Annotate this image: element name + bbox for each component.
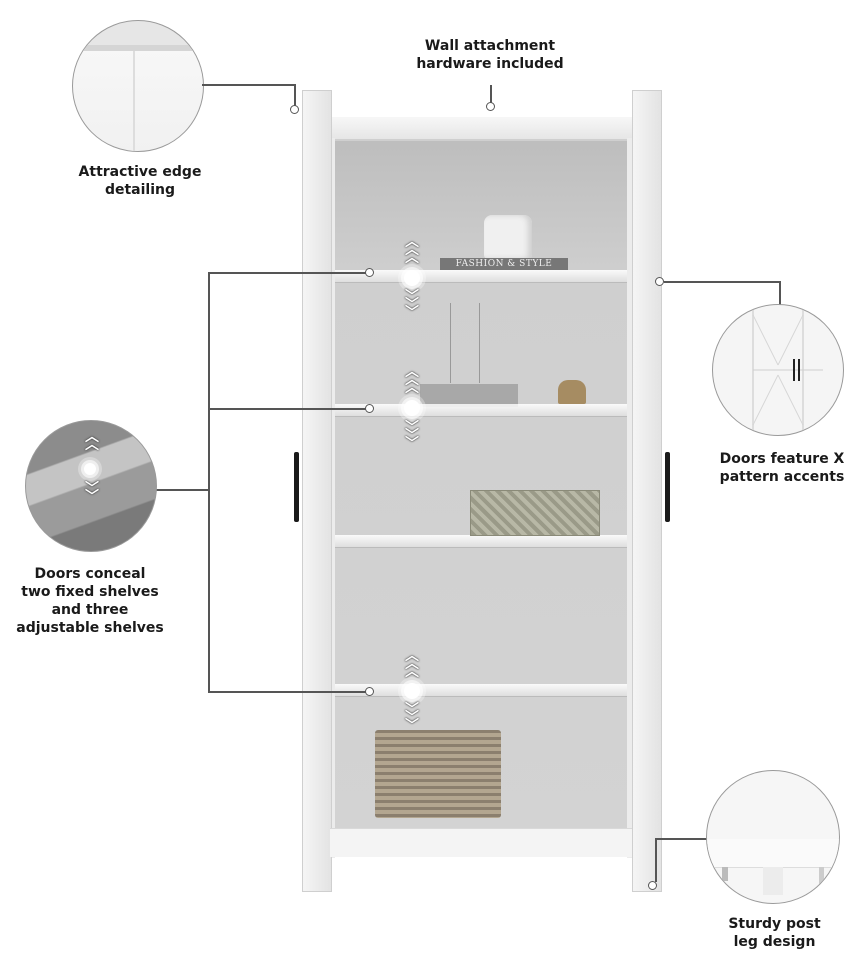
shelves-line3: and three [51,602,129,618]
right-door-handle[interactable] [665,452,670,522]
legs-connector [655,838,657,882]
shelf-adjustable-1 [335,270,627,283]
shelves-line2: two fixed shelves [21,584,159,600]
edge-detail-connector-v [294,84,296,106]
shelves-line1: Doors conceal [34,566,146,582]
edge-detail-line1: Attractive edge [78,164,202,180]
left-door-handle[interactable] [294,452,299,522]
shelf-2-dot [365,404,374,413]
cabinet-bottom [330,828,632,857]
shelf-adjustable-3 [335,684,627,697]
edge-detail-line2: detailing [104,182,176,198]
crown-molding-detail [73,45,203,51]
right-door[interactable] [632,90,662,892]
book-fashion-style: FASHION & STYLE [440,258,568,270]
shelves-bracket-bottom [208,691,368,693]
legs-zoom-circle [706,770,840,904]
bullseye-icon [84,463,96,475]
edge-detail-zoom-circle [72,20,204,152]
legs-label: Sturdy post leg design [712,915,837,951]
shelves-line4: adjustable shelves [16,620,164,636]
doors-x-zoom-circle [712,304,844,436]
chevrons-down-icon: ﹀﹀ [85,481,99,505]
chevrons-up-icon: ︿︿ [85,429,99,453]
rear-leg-detail [722,867,728,881]
shelf-adjust-zoom-circle: ︿︿ ﹀﹀ [25,420,157,552]
doors-connector-v [779,281,781,305]
wall-hardware-connector [490,85,492,103]
bullseye-icon [404,683,420,699]
bullseye-icon [404,400,420,416]
cabinet-crown-molding [322,117,640,141]
post-leg-detail [763,867,783,895]
shelves-bracket-vertical [208,272,210,692]
left-door[interactable] [302,90,332,892]
decor-tray [470,490,600,536]
doors-line2: pattern accents [719,469,845,485]
doors-label: Doors feature X pattern accents [702,450,862,486]
shelves-label: Doors conceal two fixed shelves and thre… [5,565,175,637]
chevrons-down-icon: ﹀﹀﹀ [405,702,419,734]
wall-hardware-dot [486,102,495,111]
brass-pen-holder [558,380,586,404]
chevrons-down-icon: ﹀﹀﹀ [405,289,419,321]
doors-line1: Doors feature X [719,451,845,467]
shelves-bracket-top [208,272,368,274]
doors-dot [655,277,664,286]
edge-detail-label: Attractive edge detailing [60,163,220,199]
wall-hardware-line2: hardware included [416,56,564,72]
decor-jar [484,215,532,259]
panel-edge-detail [133,51,135,151]
shelf-fixed-1 [335,535,627,548]
cabinet-base-detail [707,839,839,868]
chevrons-up-icon: ︿︿︿ [405,234,419,266]
chevrons-up-icon: ︿︿︿ [405,648,419,680]
bullseye-icon [404,270,420,286]
shelves-bracket-mid [208,408,368,410]
book-stack [420,384,518,407]
reed-diffuser [450,303,480,383]
shelves-connector [155,489,209,491]
legs-line1: Sturdy post [728,916,821,932]
edge-detail-connector-h [202,84,295,86]
chevrons-down-icon: ﹀﹀﹀ [405,420,419,452]
edge-detail-dot [290,105,299,114]
shelf-1-dot [365,268,374,277]
rear-leg-detail-right [819,867,824,885]
wall-hardware-label: Wall attachment hardware included [395,37,585,73]
doors-connector-h [664,281,780,283]
wall-hardware-line1: Wall attachment [424,38,556,54]
cabinet-interior [335,138,627,828]
x-pattern-icon [752,305,823,435]
legs-line2: leg design [733,934,816,950]
legs-connector-h [655,838,710,840]
wicker-basket [375,730,501,818]
chevrons-up-icon: ︿︿︿ [405,364,419,396]
legs-dot [648,881,657,890]
shelf-3-dot [365,687,374,696]
